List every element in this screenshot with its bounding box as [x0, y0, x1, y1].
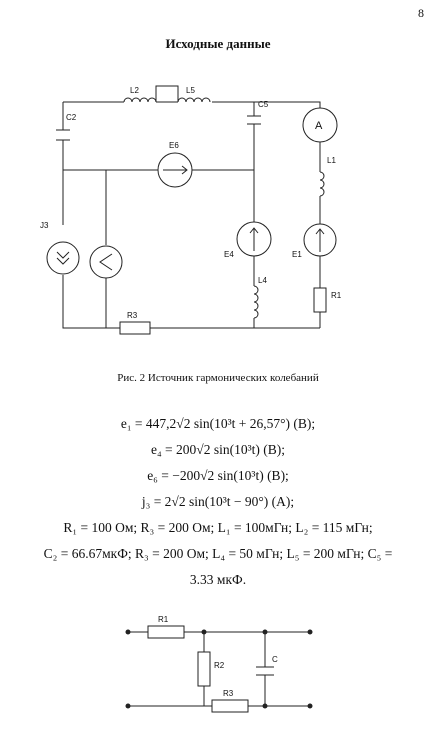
terminal-bottom-left	[125, 703, 131, 709]
resistor-r1	[313, 287, 327, 313]
resistor-r3	[119, 321, 151, 335]
label-c2: C2	[66, 113, 77, 122]
terminal-top-right	[307, 629, 313, 635]
parameters-line-2: C₂ = 66.67мкФ; R₃ = 200 Ом; L₄ = 50 мГн;…	[43, 546, 393, 561]
terminal-top-left	[125, 629, 131, 635]
ammeter-label: A	[315, 120, 323, 132]
parameters-line-1: R₁ = 100 Ом; R₃ = 200 Ом; L₁ = 100мГн; L…	[63, 520, 373, 535]
e6-arrow	[163, 165, 188, 175]
page-number: 8	[418, 6, 424, 20]
label-e6: E6	[169, 141, 179, 150]
capacitor-c2	[56, 129, 70, 141]
e1-arrow	[315, 228, 325, 252]
inductor-l1	[319, 171, 325, 197]
wire-left-bottom	[62, 102, 320, 329]
inductor-l2	[123, 97, 157, 103]
wire-l2-l5-bridge	[155, 85, 179, 102]
capacitor-c-small	[256, 632, 274, 706]
label-c5: C5	[258, 100, 269, 109]
j3-arrows	[56, 251, 70, 265]
voltage-source-inner	[89, 245, 123, 279]
e4-arrow	[249, 227, 259, 251]
label-r3: R3	[127, 311, 138, 320]
terminal-bottom-right	[307, 703, 313, 709]
ammeter	[302, 107, 338, 143]
node-top-c	[262, 629, 268, 635]
node-bottom-c	[262, 703, 268, 709]
label-l1: L1	[327, 156, 336, 165]
node-top-r2	[201, 629, 207, 635]
label-l2: L2	[130, 86, 139, 95]
label-e1: E1	[292, 250, 302, 259]
label-r1-small: R1	[158, 615, 169, 624]
equation-j3: j₃ = 2√2 sin(10³t − 90°) (А);	[141, 494, 295, 509]
resistor-r2-small	[197, 651, 211, 687]
label-j3: J3	[40, 221, 49, 230]
label-c-small: C	[272, 655, 278, 664]
equation-e4: e₄ = 200√2 sin(10³t) (В);	[150, 442, 285, 457]
equation-e6: e₆ = −200√2 sin(10³t) (В);	[147, 468, 289, 483]
section-heading: Исходные данные	[165, 36, 271, 51]
label-r3-small: R3	[223, 689, 234, 698]
label-r1: R1	[331, 291, 342, 300]
capacitor-c5	[247, 115, 261, 125]
circuit-diagram-main: L2 L5 C2 J3 E6 C5 E4 L4 A L1 E1 R1 R3	[40, 85, 342, 335]
inner-source-arrow	[99, 253, 113, 271]
label-r2-small: R2	[214, 661, 225, 670]
figure-caption: Рис. 2 Источник гармонических колебаний	[117, 372, 319, 384]
label-e4: E4	[224, 250, 234, 259]
label-l4: L4	[258, 276, 267, 285]
resistor-r3-small	[211, 699, 249, 713]
equation-e1: e₁ = 447,2√2 sin(10³t + 26,57°) (В);	[120, 416, 316, 431]
label-l5: L5	[186, 86, 195, 95]
parameters-line-3: 3.33 мкФ.	[189, 572, 247, 587]
resistor-r1-small	[147, 625, 185, 639]
inductor-l5	[177, 97, 211, 103]
inductor-l4	[253, 285, 259, 319]
wire-top	[63, 101, 321, 108]
circuit-diagram-small: R1 R3 R2 C	[125, 615, 313, 713]
